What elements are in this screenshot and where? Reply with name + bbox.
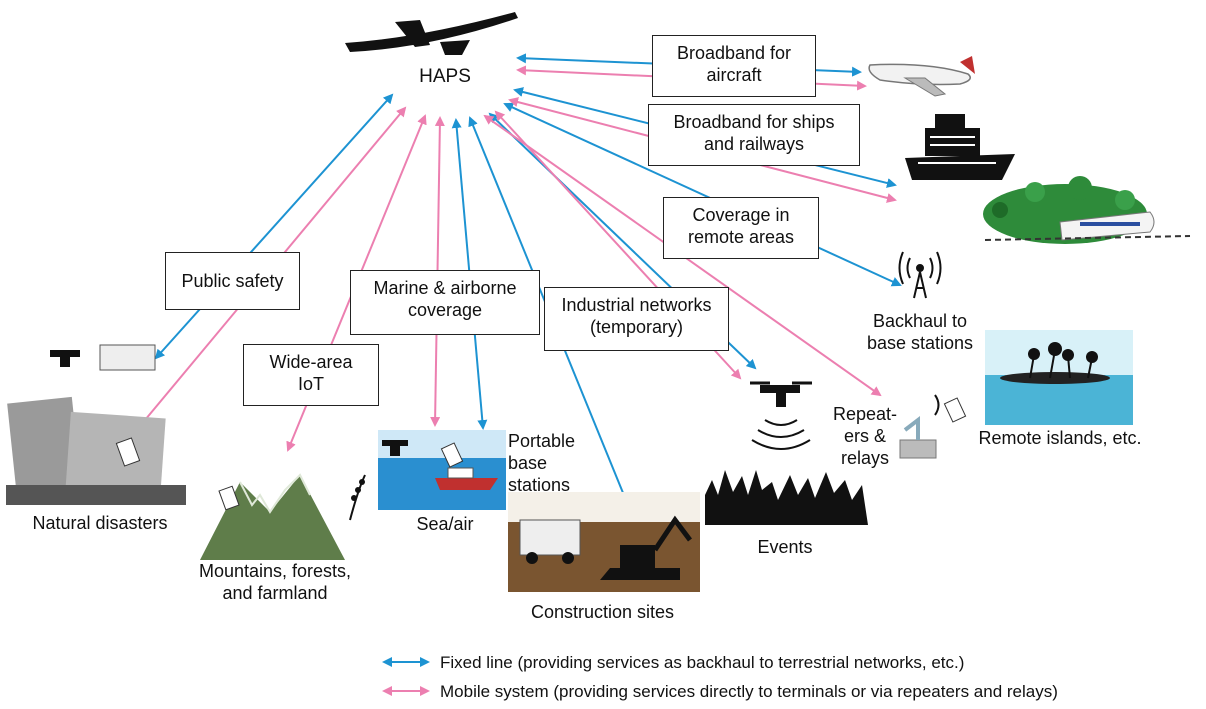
ship-icon [905,114,1015,180]
natural-disaster-image [6,344,186,505]
box-industrial-networks: Industrial networks (temporary) [544,287,729,351]
label-events: Events [757,537,813,557]
box-broadband-aircraft: Broadband for aircraft [652,35,816,97]
haps-aircraft-icon [345,12,518,55]
mountains-image [200,473,366,560]
haps-label: HAPS [419,66,471,87]
airplane-icon [868,56,975,97]
label-natural-disasters: Natural disasters [32,513,168,533]
box-public-safety: Public safety [165,252,300,310]
construction-site-image [508,492,700,592]
event-crowd-silhouette [705,470,868,525]
tropical-island-image [985,330,1133,425]
label-portable-base-stations: Portable base stations [508,431,576,495]
train-landscape-icon [983,176,1191,244]
sea-air-image [378,430,506,510]
label-sea-air: Sea/air [416,514,474,534]
legend-mobile-text: Mobile system (providing services direct… [440,682,1058,701]
antenna-tower-icon [898,251,942,299]
label-repeaters-relays: Repeat- ers & relays [832,404,898,468]
legend-fixed-text: Fixed line (providing services as backha… [440,653,965,672]
label-backhaul: Backhaul to base stations [866,311,974,353]
label-construction-sites: Construction sites [530,602,675,622]
label-remote-islands: Remote islands, etc. [978,428,1142,448]
box-remote-coverage: Coverage in remote areas [663,197,819,259]
label-mountains: Mountains, forests, and farmland [198,561,352,603]
box-broadband-ships: Broadband for ships and railways [648,104,860,166]
box-wide-area-iot: Wide-area IoT [243,344,379,406]
box-marine-airborne: Marine & airborne coverage [350,270,540,335]
events-drone-icon [750,381,812,450]
repeater-icon [899,394,967,459]
